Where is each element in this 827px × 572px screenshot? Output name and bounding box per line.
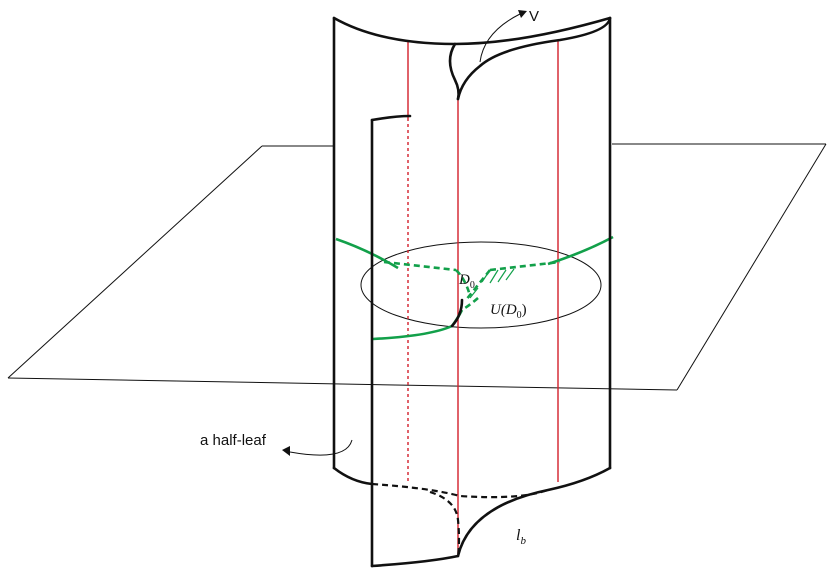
v-arrow xyxy=(479,10,527,63)
label-d0: D0 xyxy=(458,272,475,291)
d0-hatching xyxy=(469,268,515,299)
cylinder-bottom-rim-left xyxy=(332,466,374,486)
hatch-2 xyxy=(489,269,499,284)
label-lb-sub: b xyxy=(520,535,526,547)
green-dashed-inner-2 xyxy=(464,269,492,301)
v-arrow-head xyxy=(518,10,527,18)
plane-edge-bottom xyxy=(7,377,678,391)
hidden-bottom-rim xyxy=(371,482,549,557)
green-dashed-inner-3 xyxy=(461,297,479,312)
label-lb: lb xyxy=(516,527,526,547)
hatch-5 xyxy=(469,287,479,299)
label-lb-main: l xyxy=(516,527,521,544)
hidden-bottom-rim-back xyxy=(371,482,549,499)
v-arrow-curve xyxy=(479,13,521,63)
cylinder-bottom-rim-right xyxy=(456,466,612,558)
label-u-d0-main: U(D xyxy=(490,302,517,318)
label-d0-sub: 0 xyxy=(470,280,475,291)
label-half-leaf: a half-leaf xyxy=(200,432,267,449)
plane xyxy=(7,143,827,391)
plane-edge-left xyxy=(7,145,263,379)
label-v: V xyxy=(529,8,539,25)
red-leaf-lines xyxy=(407,40,559,556)
green-curve-front xyxy=(372,309,464,341)
hidden-bottom-rim-fold xyxy=(429,490,461,557)
half-leaf-bottom-edge xyxy=(370,554,460,568)
half-leaf-arrow-curve xyxy=(289,439,353,456)
hatch-3 xyxy=(497,269,507,283)
green-curve-left xyxy=(335,237,399,270)
label-u-d0-sub: 0 xyxy=(517,310,522,321)
half-leaf-top-edge xyxy=(370,114,412,122)
green-dashed-back-right xyxy=(489,260,561,272)
cylinder-top-rim-back xyxy=(332,16,612,46)
cylinder-top-rim-fold xyxy=(448,42,460,101)
plane-edge-right xyxy=(676,143,827,391)
half-leaf-arrow-head xyxy=(282,446,290,456)
cylinder xyxy=(332,16,612,568)
hatch-4 xyxy=(505,268,515,281)
green-dashed-inner-1 xyxy=(455,269,472,297)
neighbourhood-ellipse xyxy=(360,241,602,329)
label-u-d0: U(D0) xyxy=(490,302,527,321)
hatch-1 xyxy=(481,269,491,283)
half-leaf-fold-middle xyxy=(450,298,464,328)
label-u-d0-close: ) xyxy=(522,302,527,318)
green-dashed-back-left xyxy=(383,260,457,272)
half-leaf-arrow xyxy=(282,439,353,456)
cylinder-top-rim-front-right xyxy=(456,16,612,101)
label-d0-main: D xyxy=(458,272,470,288)
